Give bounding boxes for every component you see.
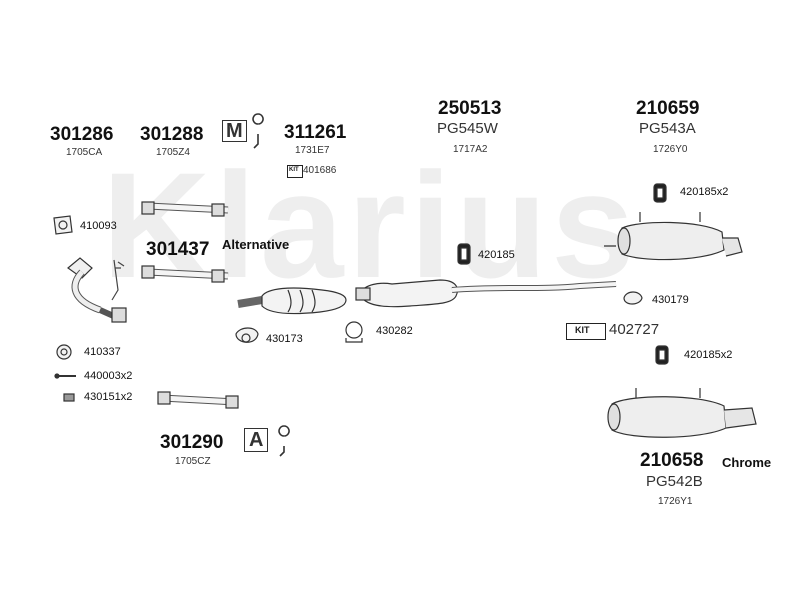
note-alternative: Alternative [222,237,290,252]
part-code-1705CA: 1705CA [66,147,103,158]
kit-code-401686: 401686 [303,165,337,176]
label-430179: 430179 [652,294,689,306]
label-440003x2: 440003x2 [84,370,133,382]
model-PG543A: PG543A [639,120,696,137]
model-PG542B: PG542B [646,473,703,490]
label-420185x2-top: 420185x2 [680,186,729,198]
part-number-301286: 301286 [50,124,114,145]
part-code-1705Z4: 1705Z4 [156,147,190,158]
hanger-420185x2-top-icon [653,183,667,203]
rear-silencer-210658-shape [607,388,757,438]
mounting-kit-symbol-icon [252,113,264,149]
hanger-420185x2-bottom-icon [655,345,669,365]
part-number-311261: 311261 [284,122,347,143]
clamp-430179-icon [623,291,643,305]
pipe-301288-shape [141,201,229,217]
pipe-301290-shape [157,391,239,409]
part-number-210659: 210659 [636,98,700,119]
part-code-1717A2: 1717A2 [453,144,488,155]
clamp-430173-icon [235,327,259,343]
kit-badge: KIT [566,323,606,340]
part-code-1726Y0: 1726Y0 [653,144,688,155]
ring-410337-icon [56,344,72,360]
center-silencer-250513-shape [355,279,617,308]
label-420185x2-bottom: 420185x2 [684,349,733,361]
part-number-250513: 250513 [438,98,502,119]
rear-silencer-210659-shape [604,212,743,261]
part-code-1726Y1: 1726Y1 [658,496,693,507]
label-430151x2: 430151x2 [84,391,133,403]
kit-small-badge: KIT [287,165,303,178]
clamp-430282-icon [345,321,363,343]
part-number-210658: 210658 [640,450,704,471]
model-PG545W: PG545W [437,120,498,137]
assembly-letter-a-icon: A [244,428,269,452]
label-430173: 430173 [266,333,303,345]
label-402727: 402727 [609,321,660,338]
part-number-301290: 301290 [160,432,224,453]
label-420185: 420185 [478,249,515,261]
note-chrome: Chrome [722,455,772,470]
part-number-301288: 301288 [140,124,204,145]
part-code-1731E7: 1731E7 [295,145,330,156]
assembly-symbol-icon [278,425,290,457]
mounting-letter-m-icon: M [222,120,247,142]
part-code-1705CZ: 1705CZ [175,456,211,467]
front-pipe-301286-shape [67,257,127,323]
catalytic-converter-311261-shape [237,287,347,315]
pipe-301437-shape [141,265,229,283]
gasket-410093-icon [53,215,73,235]
label-410093: 410093 [80,220,117,232]
hanger-420185-icon [457,243,471,265]
label-430282: 430282 [376,325,413,337]
bolt-440003x2-icon [54,373,76,379]
part-number-301437: 301437 [146,239,210,260]
label-410337: 410337 [84,346,121,358]
nut-430151x2-icon [63,393,75,402]
